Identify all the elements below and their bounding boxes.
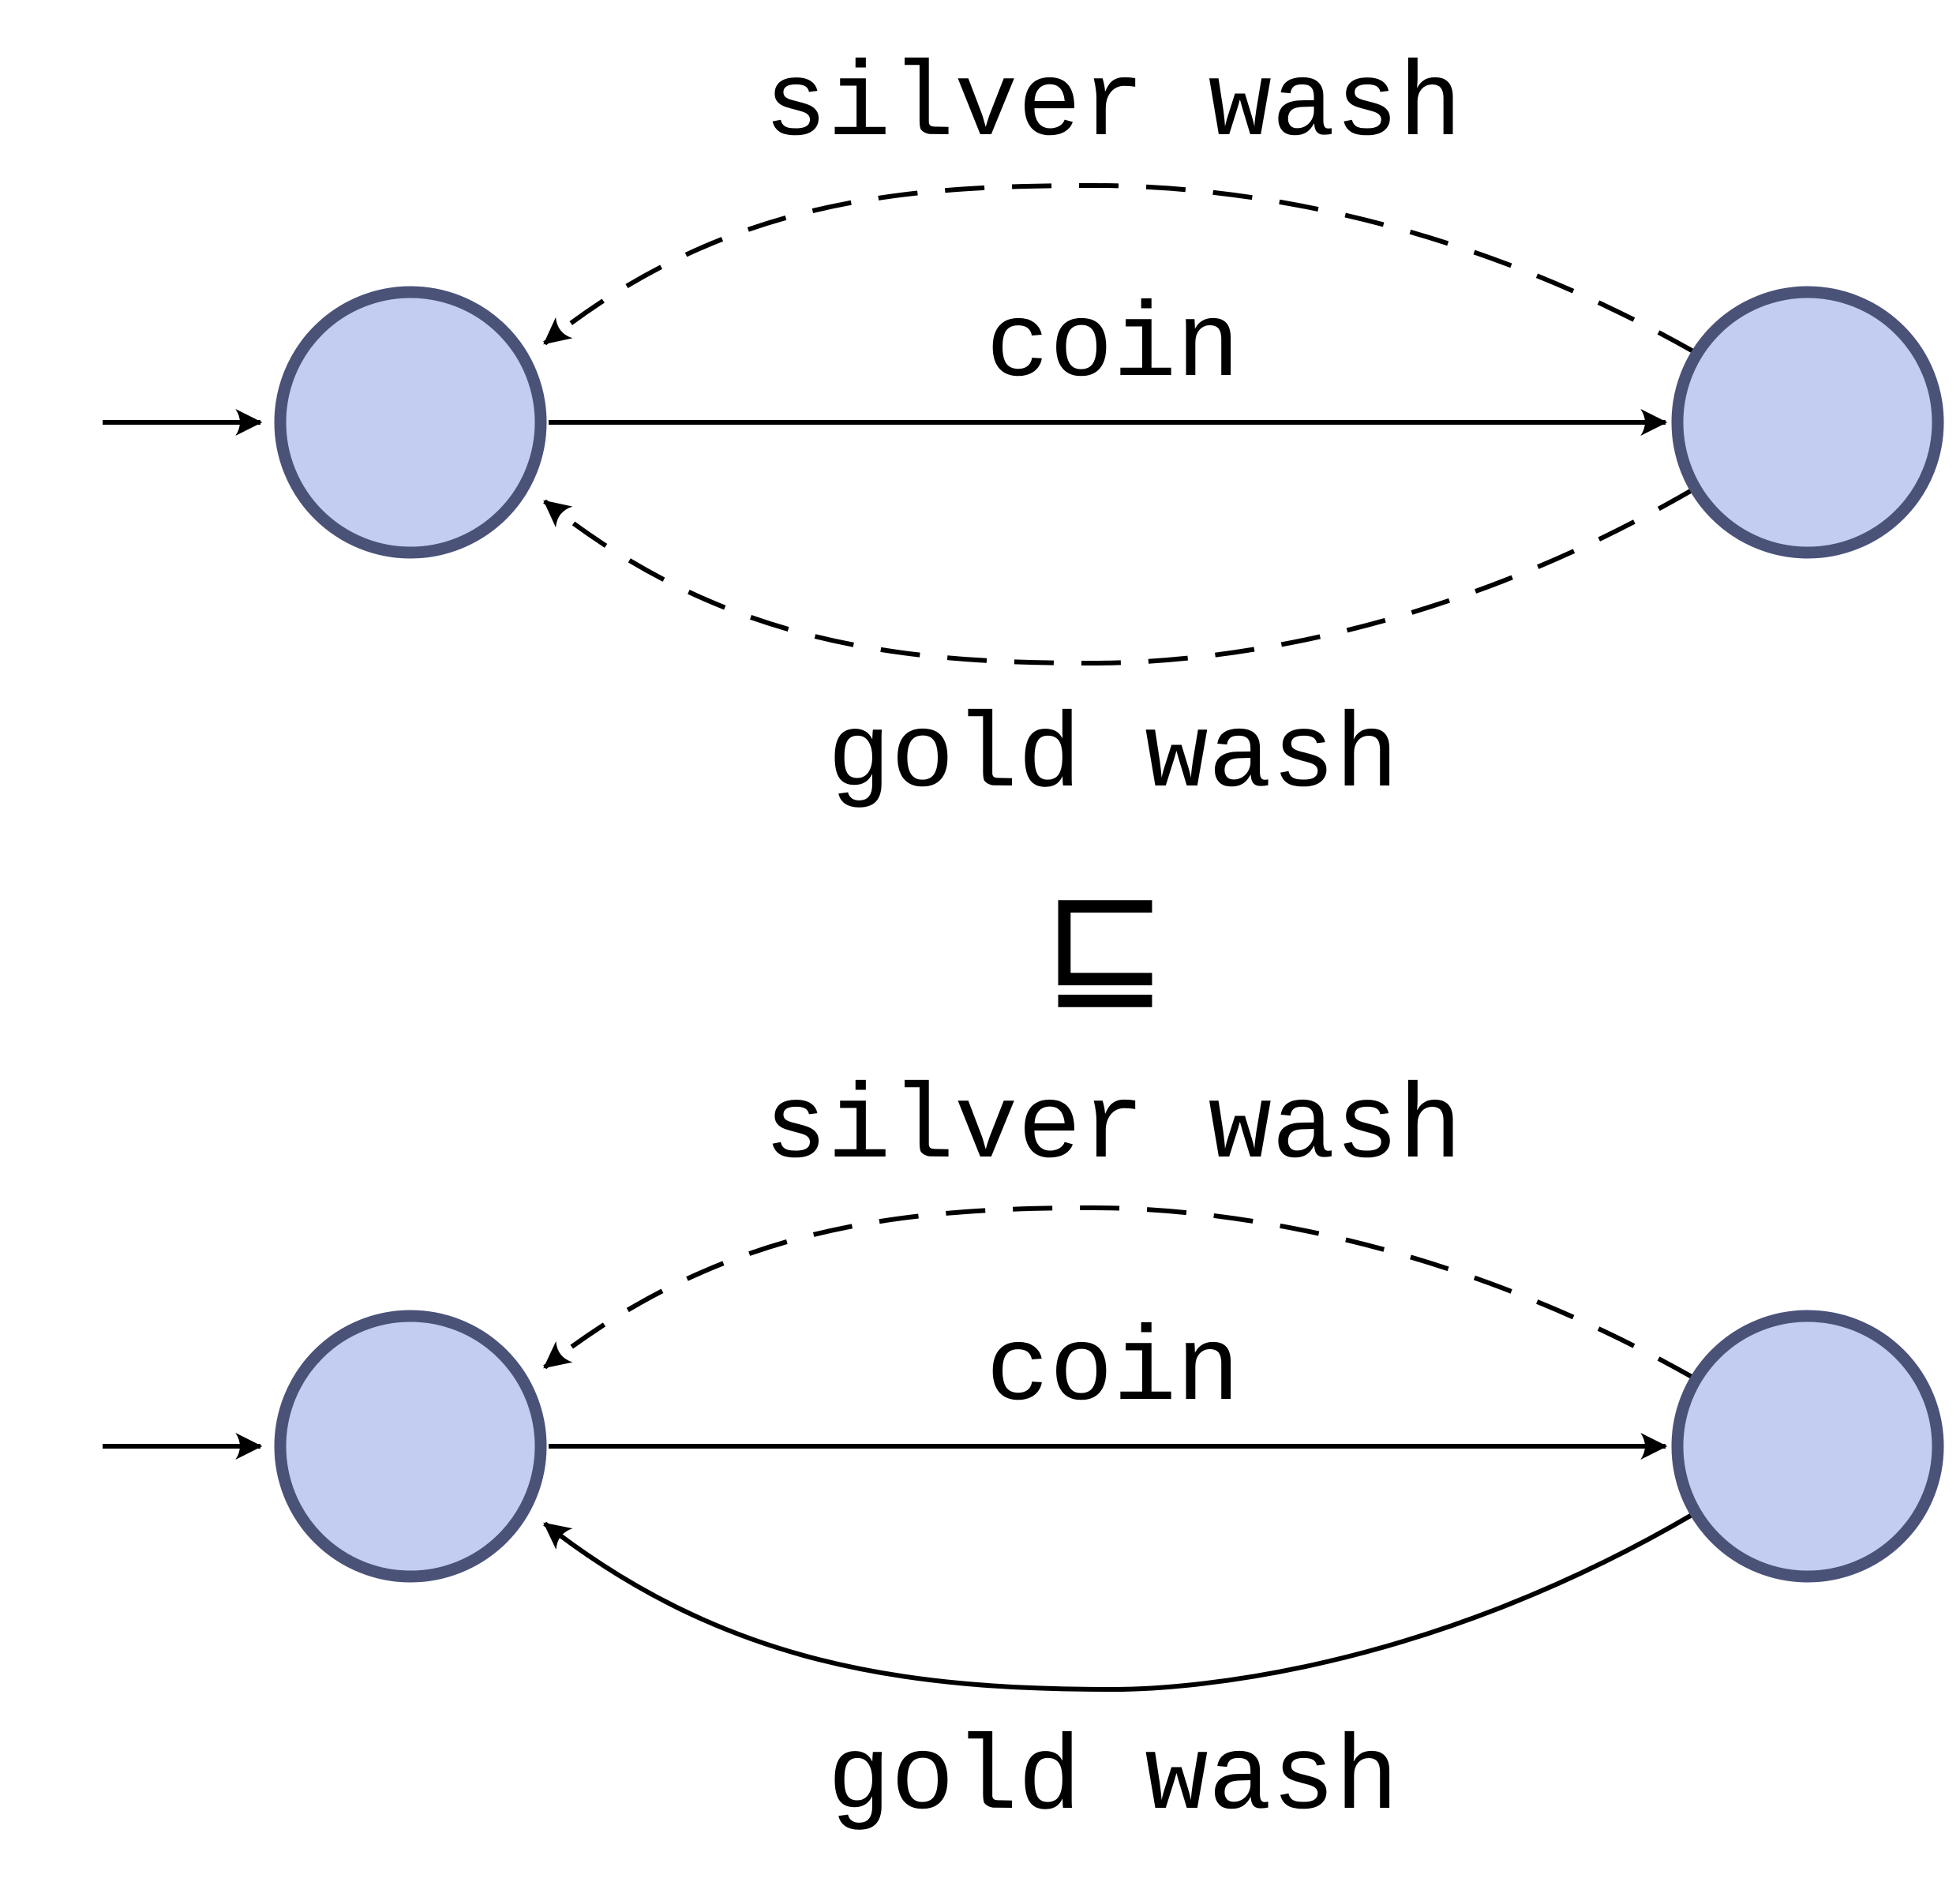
top-silver-wash-label: silver wash bbox=[764, 47, 1463, 167]
bottom-state-left bbox=[274, 1310, 547, 1583]
bottom-coin-label: coin bbox=[986, 1311, 1240, 1431]
refinement-symbol: ⊑ bbox=[1042, 856, 1167, 1030]
top-state-right bbox=[1671, 286, 1944, 559]
bottom-silver-wash-edge bbox=[543, 1205, 1695, 1380]
bottom-automaton: silver wash coin gold wash bbox=[103, 1069, 1944, 1840]
bottom-gold-wash-edge bbox=[543, 1512, 1695, 1693]
top-silver-wash-edge bbox=[543, 182, 1695, 354]
bottom-state-right bbox=[1671, 1310, 1944, 1583]
top-gold-wash-label: gold wash bbox=[827, 698, 1399, 818]
bottom-gold-wash-label: gold wash bbox=[827, 1720, 1399, 1840]
bottom-silver-wash-label: silver wash bbox=[764, 1069, 1463, 1189]
top-automaton: silver wash coin gold wash bbox=[103, 47, 1944, 818]
top-state-left bbox=[274, 286, 547, 559]
top-gold-wash-edge bbox=[543, 487, 1695, 666]
top-coin-label: coin bbox=[986, 287, 1240, 407]
